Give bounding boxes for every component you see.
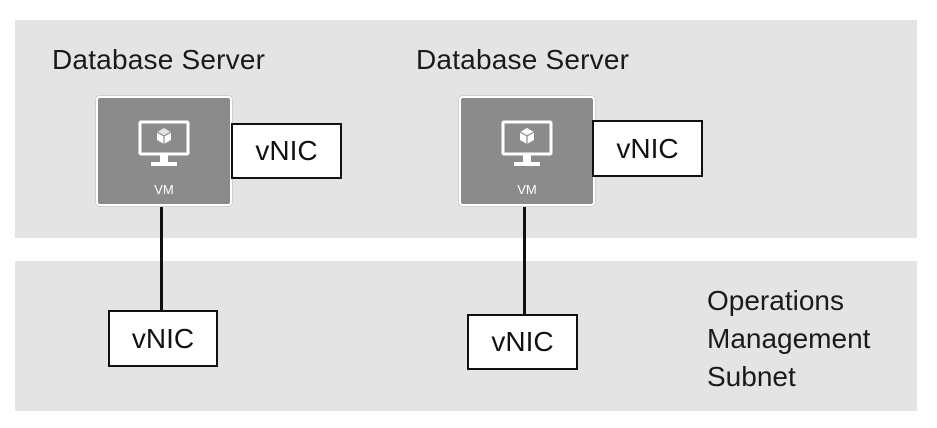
server-title-1: Database Server bbox=[52, 44, 266, 75]
vm-node-1: VM bbox=[96, 96, 232, 206]
subnet-label-line-3: Subnet bbox=[707, 361, 796, 392]
server-title-2: Database Server bbox=[416, 44, 630, 75]
virtual-machine-icon bbox=[501, 120, 553, 166]
vnic-attached-1: vNIC bbox=[231, 123, 342, 179]
vm-label: VM bbox=[517, 182, 537, 197]
vm-node-2: VM bbox=[459, 96, 595, 206]
vnic-subnet-2: vNIC bbox=[467, 314, 578, 370]
subnet-label-line-1: Operations bbox=[707, 285, 844, 316]
subnet-label-line-2: Management bbox=[707, 323, 871, 354]
vm-label: VM bbox=[154, 182, 174, 197]
subnet-label: Operations Management Subnet bbox=[707, 282, 870, 396]
vnic-subnet-1: vNIC bbox=[108, 310, 218, 367]
connector-line-1 bbox=[160, 202, 163, 310]
vnic-attached-2: vNIC bbox=[592, 120, 703, 177]
connector-line-2 bbox=[523, 202, 526, 314]
virtual-machine-icon bbox=[138, 120, 190, 166]
